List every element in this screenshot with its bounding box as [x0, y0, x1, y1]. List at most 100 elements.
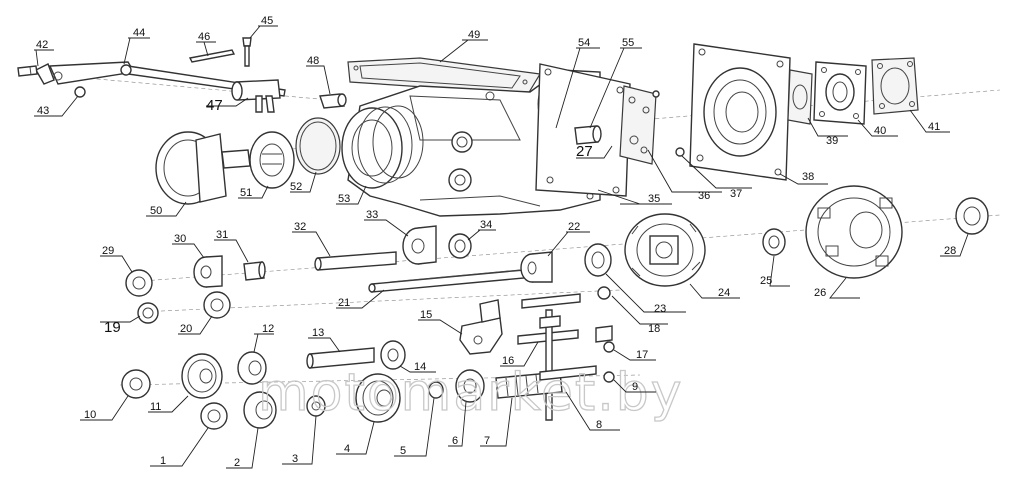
- callout-18: 18: [648, 323, 660, 335]
- gasket-39: [787, 69, 813, 125]
- callout-51: 51: [240, 187, 252, 199]
- callout-47: 47: [206, 97, 223, 114]
- callout-31: 31: [216, 229, 228, 241]
- flange-cover-38: [689, 43, 791, 181]
- shaft-32: [314, 251, 397, 271]
- bolt-37: [652, 90, 685, 157]
- callout-38: 38: [802, 171, 814, 183]
- callout-2: 2: [234, 457, 240, 469]
- pin-42: [17, 65, 38, 77]
- callout-23: 23: [654, 303, 666, 315]
- washer-29: [125, 269, 153, 297]
- callout-46: 46: [198, 31, 210, 43]
- callout-24: 24: [718, 287, 730, 299]
- callout-39: 39: [826, 135, 838, 147]
- washer-10: [121, 369, 151, 399]
- washer-34: [448, 233, 472, 259]
- callout-13: 13: [312, 327, 324, 339]
- shaft-13: [306, 347, 375, 369]
- callout-19: 19: [104, 319, 121, 336]
- callout-20: 20: [180, 323, 192, 335]
- callout-6: 6: [452, 435, 458, 447]
- gear-11: [181, 353, 223, 399]
- ring-17: [603, 341, 615, 353]
- gasket-41: [871, 57, 919, 115]
- gear-22: [520, 251, 553, 283]
- callout-16: 16: [502, 355, 514, 367]
- callout-28: 28: [944, 245, 956, 257]
- clutch-drum-26: [805, 185, 903, 279]
- rod-8: [539, 365, 597, 381]
- callout-50: 50: [150, 205, 162, 217]
- washer-19: [137, 302, 159, 324]
- washer-1: [200, 402, 228, 430]
- gasket-49: [347, 57, 541, 95]
- callout-14: 14: [414, 361, 426, 373]
- gear-2: [243, 391, 277, 429]
- seal-51: [249, 131, 295, 189]
- callout-26: 26: [814, 287, 826, 299]
- callout-8: 8: [596, 419, 602, 431]
- callout-29: 29: [102, 245, 114, 257]
- callout-44: 44: [133, 27, 145, 39]
- callout-55: 55: [622, 37, 634, 49]
- gear-33: [402, 225, 437, 265]
- callout-12: 12: [262, 323, 274, 335]
- callout-52: 52: [290, 181, 302, 193]
- callout-37: 37: [730, 188, 742, 200]
- circlip-52: [295, 117, 341, 175]
- selector-47: [231, 79, 281, 113]
- callout-27: 27: [576, 143, 593, 160]
- washer-14: [380, 340, 406, 370]
- callout-40: 40: [874, 125, 886, 137]
- washer-28: [955, 197, 989, 235]
- callout-48: 48: [307, 55, 319, 67]
- clutch-hub-24: [624, 213, 706, 287]
- callout-25: 25: [760, 275, 772, 287]
- callout-21: 21: [338, 297, 350, 309]
- callout-49: 49: [468, 29, 480, 41]
- pin-45: [242, 37, 252, 67]
- callout-36: 36: [698, 190, 710, 202]
- callout-9: 9: [632, 381, 638, 393]
- callouts: 42 44 46 45 43 47 48 49 54 55 27 36 37 3…: [34, 15, 969, 469]
- ring-9: [603, 371, 615, 383]
- washer-20: [203, 291, 231, 319]
- main-shaft-21: [368, 269, 525, 293]
- callout-17: 17: [636, 349, 648, 361]
- bearing-cap-40: [813, 61, 867, 125]
- shaft-55: [574, 125, 602, 145]
- callout-10: 10: [84, 409, 96, 421]
- washer-25: [762, 228, 786, 256]
- callout-15: 15: [420, 309, 432, 321]
- washer-6: [455, 369, 485, 403]
- callout-54: 54: [578, 37, 590, 49]
- split-pin-46: [188, 49, 236, 63]
- gear-12: [237, 351, 267, 385]
- bushing-31: [243, 261, 266, 281]
- gear-30: [193, 255, 223, 288]
- washer-23: [584, 243, 612, 277]
- callout-3: 3: [292, 453, 298, 465]
- watermark: motomarket.by: [258, 363, 684, 423]
- fork-shaft-18: [521, 286, 613, 343]
- callout-4: 4: [344, 443, 350, 455]
- callout-41: 41: [928, 121, 940, 133]
- callout-35: 35: [648, 193, 660, 205]
- callout-7: 7: [484, 435, 490, 447]
- bushing-48: [319, 93, 347, 109]
- callout-33: 33: [366, 209, 378, 221]
- shift-fork-15: [459, 299, 503, 355]
- callout-32: 32: [294, 221, 306, 233]
- callout-45: 45: [261, 15, 273, 27]
- callout-30: 30: [174, 233, 186, 245]
- plate-36: [619, 85, 657, 165]
- callout-42: 42: [36, 39, 48, 51]
- callout-11: 11: [150, 401, 161, 413]
- callout-34: 34: [480, 219, 492, 231]
- double-gear-4: [355, 373, 401, 423]
- ring-5: [428, 381, 444, 399]
- callout-5: 5: [400, 445, 406, 457]
- callout-43: 43: [37, 105, 49, 117]
